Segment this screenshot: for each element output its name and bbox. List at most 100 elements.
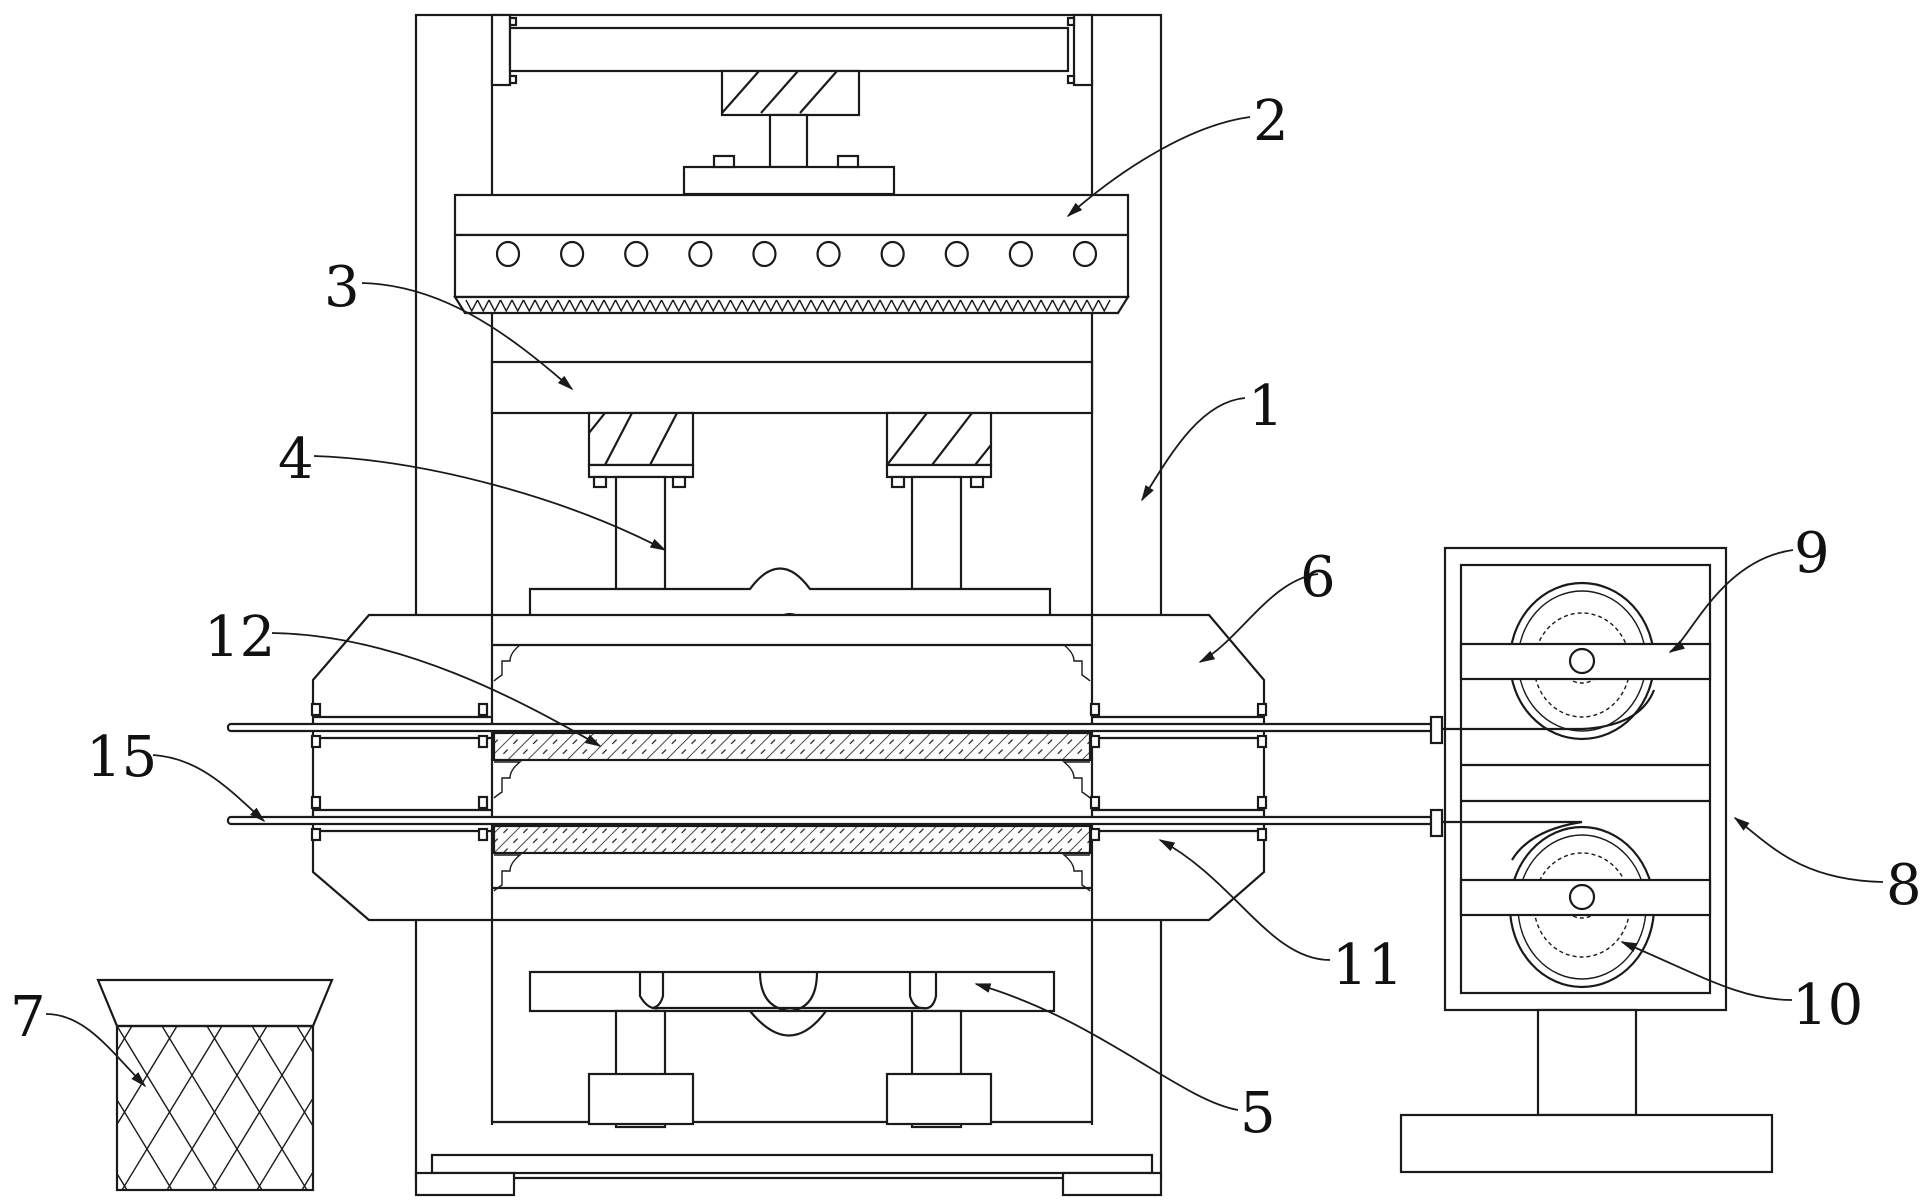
press-plate-tooth-row (465, 299, 1111, 313)
weave-strand (0, 1026, 82, 1190)
rod-bolt (310, 827, 322, 842)
rod-bolt (310, 702, 322, 717)
workpiece-strip-lower (492, 824, 1092, 855)
weave-strand (0, 1026, 87, 1190)
label-8: 8 (1886, 853, 1922, 918)
leader-2 (1066, 116, 1251, 218)
top-beam (508, 26, 1070, 73)
clamp-housing (311, 613, 1266, 922)
rod-bolt (1089, 734, 1101, 749)
press-plate-hole (880, 240, 905, 268)
label-7: 7 (10, 985, 46, 1050)
lower-mold-assembly (528, 970, 1056, 1129)
label-2: 2 (1253, 89, 1289, 154)
rod-bolt (477, 702, 489, 717)
leader-4 (313, 455, 667, 551)
basket-body (115, 1024, 315, 1192)
leader-10 (1620, 941, 1793, 1001)
weave-strand (117, 1026, 218, 1190)
bolt (508, 74, 518, 85)
label-15: 15 (86, 725, 157, 790)
rod-bolt (1089, 827, 1101, 842)
bolt (1066, 16, 1076, 27)
label-6: 6 (1300, 545, 1336, 610)
cabinet-base (1399, 1113, 1774, 1174)
frame-foot-right (1061, 1171, 1163, 1197)
lower-cylinder-right (885, 1072, 993, 1126)
weave-strand (161, 1026, 263, 1190)
clamp-bracket-right (1062, 761, 1091, 799)
press-plate-hole (816, 240, 841, 268)
press-plate-holes (495, 240, 1098, 268)
press-plate-hole (688, 240, 713, 268)
winding-roller-upper (1442, 581, 1712, 741)
leader-5 (974, 983, 1239, 1111)
clamp-bracket-left (493, 761, 522, 799)
winding-roller-lower (1442, 820, 1712, 989)
press-plate-hole (495, 240, 521, 268)
label-9: 9 (1794, 521, 1830, 586)
clamp-bracket-right (1062, 854, 1091, 892)
crossbeam (490, 360, 1094, 415)
leader-9 (1668, 549, 1794, 653)
lower-mold-dome (749, 1010, 827, 1037)
leader-7 (45, 1013, 147, 1088)
bolt (712, 154, 736, 169)
clamp-bracket-right (1062, 644, 1091, 682)
roller-cabinet (1399, 546, 1774, 1174)
upper-press-plate (453, 193, 1130, 315)
leader-11 (1158, 839, 1331, 961)
leader-12 (271, 632, 602, 747)
press-plate-top (453, 193, 1130, 237)
bolt (508, 16, 518, 27)
rod-bolt (1256, 702, 1268, 717)
label-1: 1 (1248, 374, 1284, 439)
leader-8 (1733, 817, 1884, 883)
top-mount-plate (682, 165, 896, 196)
weave-strand (206, 1026, 308, 1190)
press-plate-hole (1008, 240, 1033, 268)
bolt (836, 154, 860, 169)
press-plate-hole (944, 240, 969, 268)
label-11: 11 (1332, 933, 1403, 998)
part-labels: 2 1 3 4 12 15 6 9 8 10 11 5 7 (10, 89, 1922, 1146)
collection-basket (0, 978, 442, 1192)
label-4: 4 (278, 427, 314, 492)
press-plate-teeth (465, 299, 1111, 313)
lower-mold-cavity (758, 971, 819, 1013)
cabinet-stand (1536, 1008, 1638, 1117)
weave-strand (121, 1026, 223, 1190)
lower-cylinder-left (587, 1072, 695, 1126)
leader-lines (45, 116, 1884, 1111)
press-plate-hole (1072, 240, 1098, 268)
press-plate-hole (752, 240, 777, 268)
basket-weave (0, 1026, 442, 1190)
clamp-housing-body (311, 613, 1266, 922)
rod-bolt (1089, 702, 1101, 717)
rod-bolt (1256, 734, 1268, 749)
leader-1 (1141, 397, 1246, 502)
rod-bolt (477, 734, 489, 749)
lower-mold (528, 970, 1056, 1013)
frame-base-plate (430, 1153, 1154, 1175)
frame-foot-left (414, 1171, 516, 1197)
weave-strand (117, 1026, 178, 1126)
press-plate-hole (560, 240, 585, 268)
weave-strand (0, 1026, 37, 1190)
frame-outer (414, 13, 1163, 1180)
basket-rim (96, 978, 334, 1028)
weave-strand (342, 1026, 442, 1190)
label-12: 12 (204, 605, 275, 670)
weave-strand (256, 1096, 313, 1190)
feed-rods (226, 702, 1444, 842)
rod-coupler-upper (1429, 715, 1444, 745)
weave-strand (0, 1026, 42, 1190)
weave-strand (166, 1026, 268, 1190)
label-5: 5 (1240, 1081, 1276, 1146)
upper-cylinder-right (885, 411, 993, 591)
clamp-bracket-left (493, 644, 522, 682)
weave-strand (301, 1170, 313, 1190)
leader-15 (152, 754, 266, 823)
